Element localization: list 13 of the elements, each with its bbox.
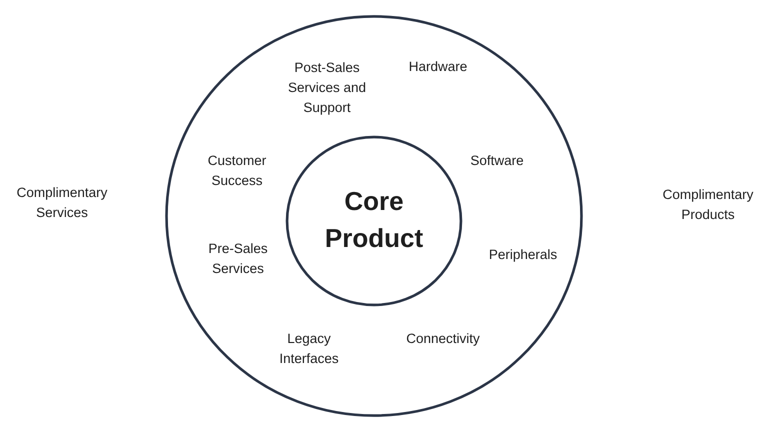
core-label: Core Product <box>324 185 424 255</box>
inner-circle <box>286 136 462 306</box>
side-label: Complimentary Products <box>662 186 754 224</box>
segment-label: Post-Sales Services and Support <box>287 59 367 117</box>
outer-circle <box>164 14 584 418</box>
segment-label: Software <box>470 152 524 170</box>
segment-label: Customer Success <box>207 152 267 190</box>
segment-label: Peripherals <box>488 246 558 264</box>
segment-label: Hardware <box>408 58 468 76</box>
segment-label: Connectivity <box>406 330 480 348</box>
segment-label: Legacy Interfaces <box>278 330 340 368</box>
side-label: Complimentary Services <box>16 184 108 222</box>
segment-label: Pre-Sales Services <box>208 240 268 278</box>
